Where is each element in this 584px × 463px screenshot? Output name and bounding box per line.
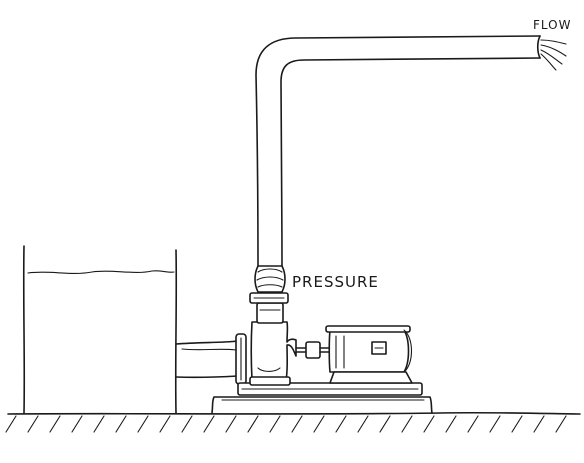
ground-hatch-mark: [357, 415, 369, 433]
water-surface: [27, 270, 175, 274]
pipe-outlet: [536, 35, 541, 59]
ground: [5, 411, 581, 433]
ground-hatch-mark: [203, 415, 215, 433]
ground-hatch-mark: [269, 415, 281, 433]
discharge-pipe: [249, 35, 567, 304]
pump-shaft: [295, 347, 307, 353]
ground-hatch-mark: [247, 415, 259, 433]
ground-hatch-mark: [313, 415, 325, 433]
pump-base: [211, 382, 433, 414]
ground-hatch-mark: [5, 415, 17, 433]
ground-hatch-mark: [225, 415, 237, 433]
pressure-label: PRESSURE: [292, 273, 379, 291]
ground-hatch-mark: [379, 415, 391, 433]
suction-pipe: [175, 333, 247, 385]
centrifugal-pump: [249, 302, 331, 386]
flow-stream: [540, 39, 567, 71]
ground-hatch-mark: [159, 415, 171, 433]
ground-hatch-mark: [555, 415, 567, 433]
ground-hatch-mark: [335, 415, 347, 433]
electric-motor: [325, 325, 413, 384]
ground-hatch-mark: [489, 415, 501, 433]
ground-hatch-mark: [115, 415, 127, 433]
motor-foot: [329, 371, 413, 384]
ground-hatch-mark: [49, 415, 61, 433]
ground-hatch-mark: [71, 415, 83, 433]
flow-label: FLOW: [533, 18, 571, 32]
ground-hatch-mark: [445, 415, 457, 433]
ground-hatch-mark: [423, 415, 435, 433]
ground-hatch-mark: [291, 415, 303, 433]
ground-hatch-mark: [533, 415, 545, 433]
ground-hatch-mark: [137, 415, 149, 433]
pump-discharge-neck: [256, 302, 284, 324]
ground-hatch-mark: [401, 415, 413, 433]
ground-hatch-mark: [93, 415, 105, 433]
ground-hatch-mark: [181, 415, 193, 433]
ground-hatch-mark: [511, 415, 523, 433]
shaft-coupling: [305, 341, 321, 359]
water-tank: [22, 245, 178, 414]
ground-hatching: [5, 415, 567, 433]
ground-hatch-mark: [467, 415, 479, 433]
ground-hatch-mark: [27, 415, 39, 433]
